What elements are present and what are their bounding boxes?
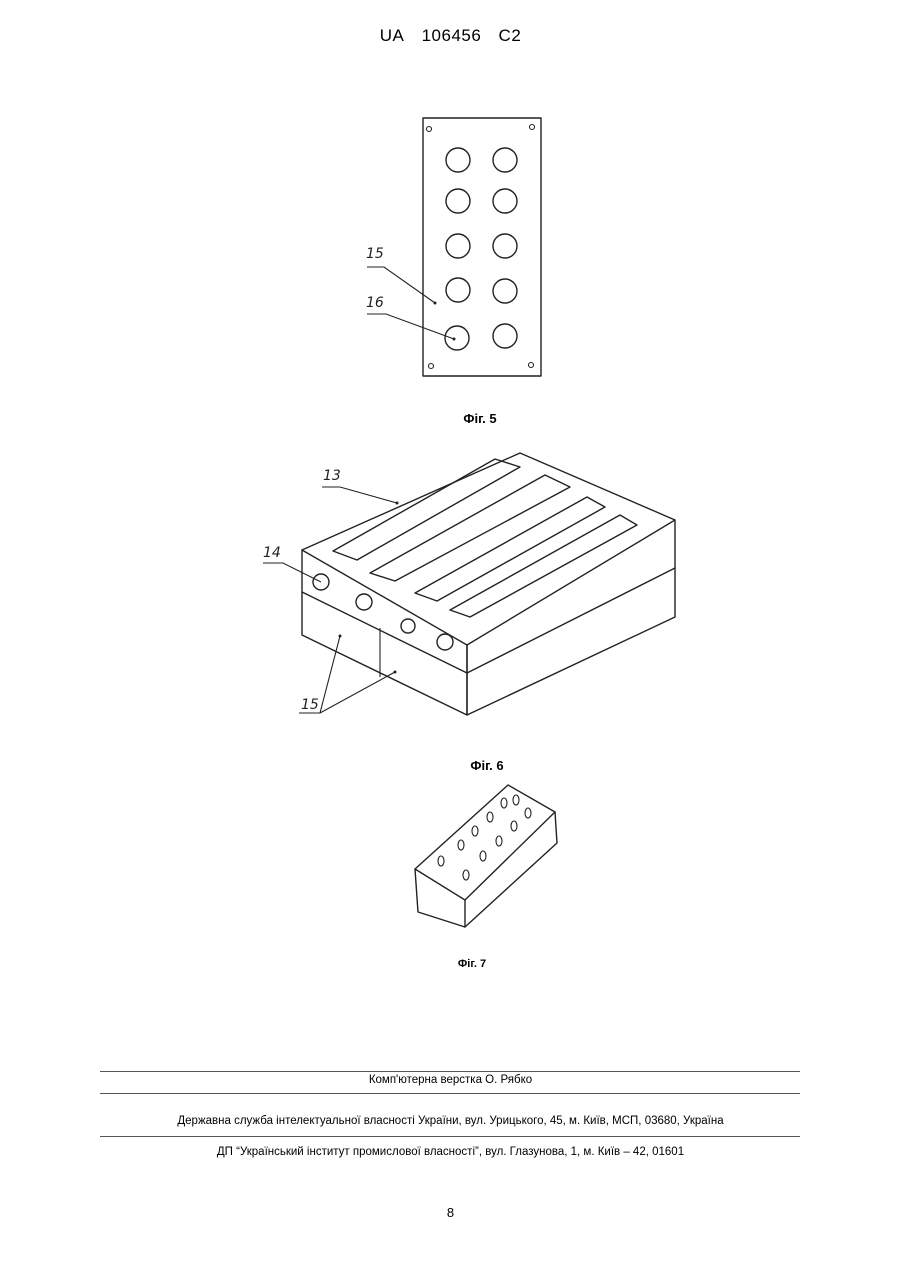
leader-line-16	[367, 314, 454, 339]
figure-6-caption: Фіг. 6	[387, 758, 587, 773]
panel-holes	[445, 148, 517, 350]
figure-5-drawing: 15 16	[360, 110, 600, 390]
panel-outline	[423, 118, 541, 376]
figure-7-caption: Фіг. 7	[372, 958, 572, 970]
leader-line-13	[322, 487, 397, 503]
figure-5-caption: Фіг. 5	[380, 411, 580, 426]
block-right-face	[467, 520, 675, 715]
brick-holes	[438, 795, 531, 880]
footer-rule-top	[100, 1071, 800, 1072]
block-seam	[302, 568, 675, 673]
block-side-holes	[313, 574, 453, 650]
brick-side-face	[465, 812, 557, 927]
label-13: 13	[323, 468, 341, 484]
footer-rule-bottom	[100, 1136, 800, 1137]
page-number: 8	[0, 1205, 901, 1220]
mount-hole	[530, 125, 535, 130]
brick-top-face	[415, 785, 555, 900]
block-top-face	[302, 453, 675, 645]
figure-7-drawing	[405, 775, 565, 935]
patent-header: UA 106456 C2	[0, 26, 901, 46]
patent-kind: C2	[499, 26, 522, 45]
label-14: 14	[263, 545, 281, 561]
leader-line-14	[263, 563, 321, 582]
patent-number: 106456	[422, 26, 482, 45]
patent-country: UA	[380, 26, 405, 45]
brick-front-face	[415, 869, 465, 927]
footer-service-address: Державна служба інтелектуальної власност…	[0, 1115, 901, 1127]
figure-6-drawing: 13 14 15	[255, 445, 695, 735]
footer-rule-middle	[100, 1093, 800, 1094]
label-15: 15	[301, 697, 319, 713]
mount-hole	[427, 127, 432, 132]
footer-institute-address: ДП “Український інститут промислової вла…	[0, 1146, 901, 1158]
mount-hole	[429, 364, 434, 369]
mount-hole	[529, 363, 534, 368]
label-16: 16	[366, 295, 384, 311]
footer-layout-credit: Комп'ютерна верстка О. Рябко	[0, 1074, 901, 1086]
label-15: 15	[366, 246, 384, 262]
